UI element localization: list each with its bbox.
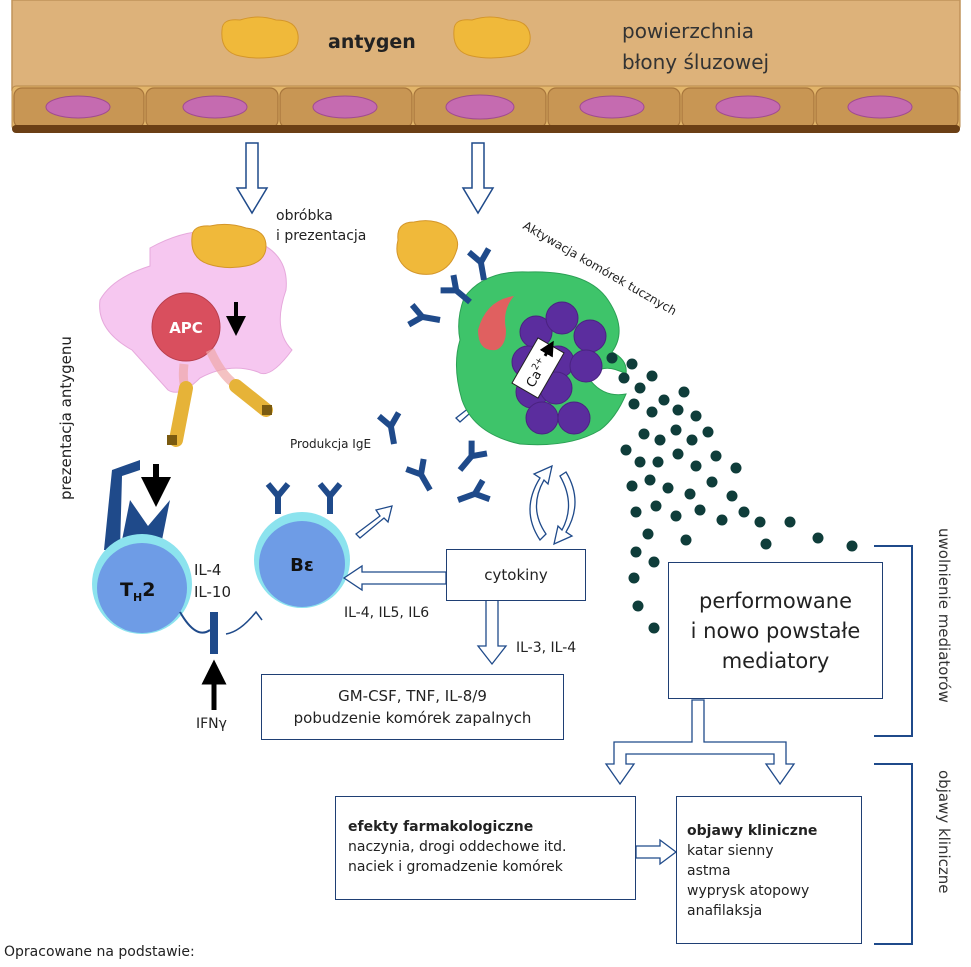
clinical-box: objawy kliniczne katar sienny astma wypr… (676, 796, 862, 944)
footer-source: Opracowane na podstawie: (4, 944, 195, 960)
mediator-split-arrows (604, 699, 796, 786)
apc-label: APC (169, 319, 203, 337)
antigen-icon (221, 16, 299, 59)
ige-label: Produkcja IgE (290, 437, 371, 451)
ige-antibodies (379, 413, 490, 510)
mhc-receptor (169, 381, 193, 447)
gmcsf-line1: GM-CSF, TNF, IL-8/9 (338, 687, 487, 705)
cytokine-left-label: IL-4, IL5, IL6 (344, 605, 429, 621)
il4-label: IL-4 (194, 561, 221, 579)
antigen-label: antygen (328, 31, 416, 53)
cytokine-down-label: IL-3, IL-4 (516, 640, 576, 656)
antigen-icon-apc (191, 223, 267, 269)
th2-cell: TH2 (92, 460, 192, 634)
release-side-label: uwolnienie mediatorów (935, 528, 953, 703)
pharm-line1: naczynia, drogi oddechowe itd. (348, 839, 567, 855)
mediators-line3: mediatory (721, 648, 830, 673)
mediators-line2: i nowo powstałe (690, 618, 861, 643)
clinical-item: wyprysk atopowy (687, 883, 810, 899)
cytokine-down-arrow (476, 599, 508, 666)
gmcsf-box: GM-CSF, TNF, IL-8/9 pobudzenie komórek z… (261, 674, 564, 740)
b-cell: Bε (254, 484, 350, 608)
cytokines-box: cytokiny (446, 549, 586, 601)
pharm-to-clinical-arrow (635, 838, 678, 866)
clinical-item: astma (687, 863, 731, 879)
processing-label-2: i prezentacja (276, 228, 366, 244)
th2-label: TH2 (120, 579, 155, 604)
pharm-line2: naciek i gromadzenie komórek (348, 859, 563, 875)
surface-label-2: błony śluzowej (622, 50, 769, 74)
clinical-item: anafilaksja (687, 903, 763, 919)
apc-cell: APC (99, 223, 293, 447)
mediator-dots (606, 352, 858, 634)
cell-nuclei (45, 94, 913, 120)
ifn-label: IFNγ (196, 716, 227, 732)
antigen-presentation-label: prezentacja antygenu (57, 336, 75, 500)
mhc-receptor-2 (229, 379, 273, 417)
side-brackets (874, 545, 913, 945)
antigen-icon-mast (396, 220, 459, 275)
cytokine-to-b-arrow (342, 564, 447, 592)
b-cell-label: Bε (290, 555, 314, 576)
symptoms-side-label: objawy kliniczne (935, 770, 953, 894)
curved-arrow-icon (225, 610, 263, 635)
mediators-box: performowane i nowo powstałe mediatory (668, 562, 883, 699)
surface-label-1: powierzchnia (622, 19, 754, 43)
mast-cell: Ca2+ (396, 220, 627, 446)
cytokines-label: cytokiny (484, 566, 548, 584)
mediators-line1: performowane (699, 588, 852, 613)
pharm-title: efekty farmakologiczne (348, 819, 534, 835)
receptor-bar (210, 612, 218, 654)
gmcsf-line2: pobudzenie komórek zapalnych (293, 709, 532, 727)
pharm-effects-box: efekty farmakologiczne naczynia, drogi o… (335, 796, 636, 900)
clinical-item: katar sienny (687, 843, 774, 859)
clinical-title: objawy kliniczne (687, 823, 818, 839)
down-arrows (235, 142, 495, 215)
cycle-arrows-icon (529, 464, 576, 546)
antigen-icon-2 (453, 16, 531, 59)
il10-label: IL-10 (194, 583, 231, 601)
processing-label-1: obróbka (276, 208, 333, 224)
mucosa-surface: antygen powierzchnia błony śluzowej (11, 0, 961, 133)
